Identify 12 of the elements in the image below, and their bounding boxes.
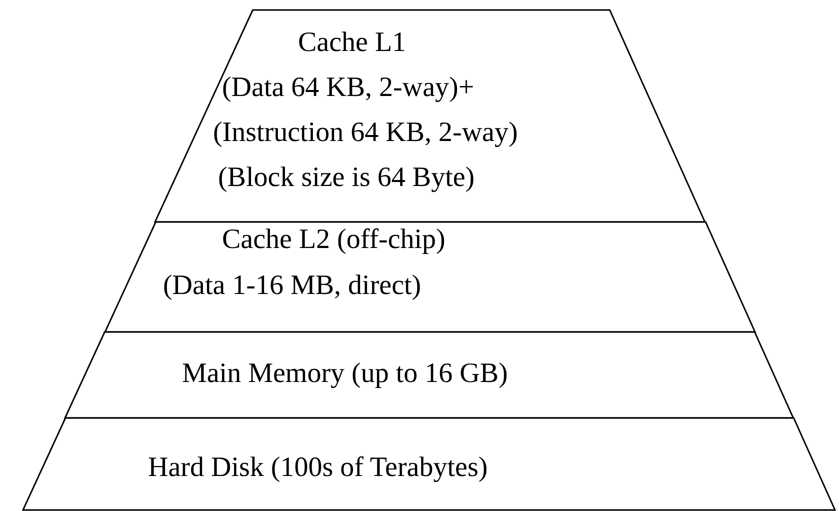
level-label: Cache L2 (off-chip): [222, 224, 446, 256]
pyramid-level: [64, 332, 794, 418]
pyramid-level: [155, 10, 706, 222]
pyramid-level: [104, 222, 755, 332]
level-label: Hard Disk (100s of Terabytes): [148, 452, 488, 484]
level-label: (Block size is 64 Byte): [218, 162, 475, 194]
level-label: (Data 1-16 MB, direct): [162, 270, 422, 302]
level-label: (Data 64 KB, 2-way)+: [222, 72, 474, 104]
level-label: Main Memory (up to 16 GB): [182, 358, 508, 390]
level-label: Cache L1: [298, 27, 406, 59]
pyramid-level: [22, 418, 834, 510]
level-label: (Instruction 64 KB, 2-way): [212, 117, 518, 149]
